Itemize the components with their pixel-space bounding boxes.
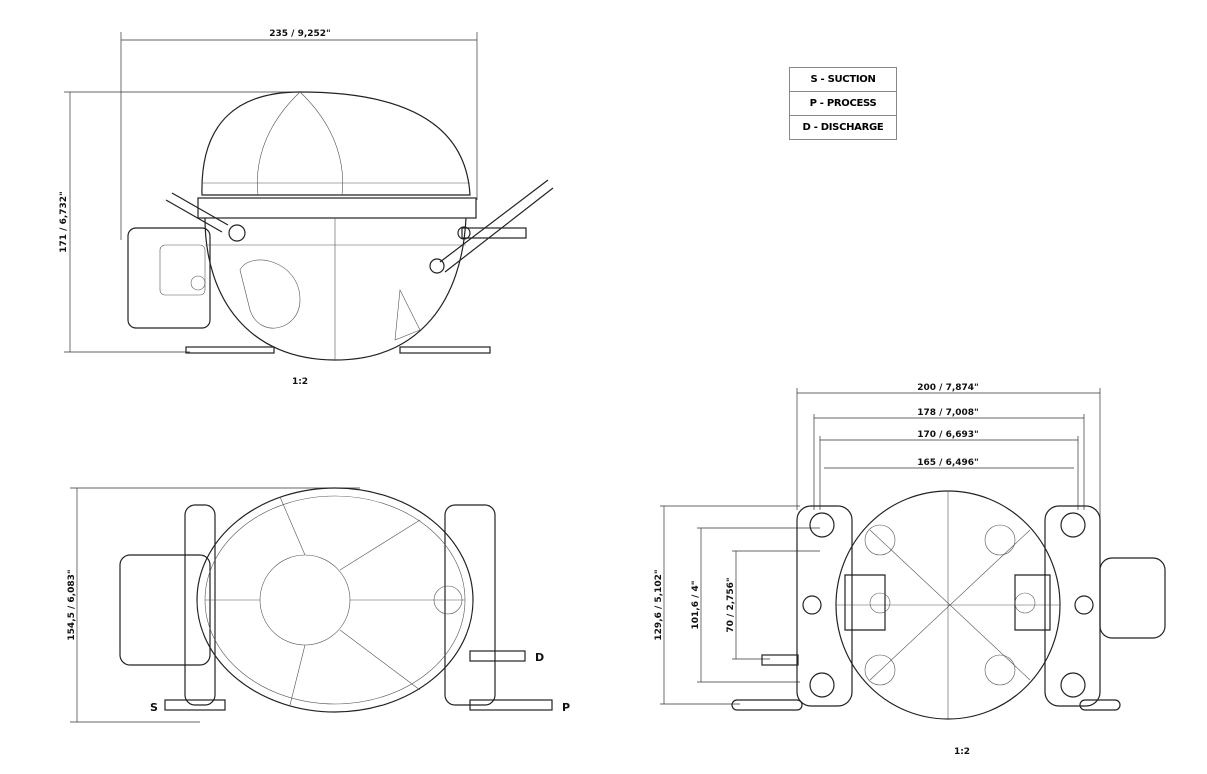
- dim-h-3: 165 / 6,496": [917, 458, 979, 468]
- side-view: 235 / 9,252" 171 / 6,732" 1:2: [59, 29, 554, 387]
- dim-v-0: 129,6 / 5,102": [654, 569, 664, 640]
- port-legend: S - SUCTION P - PROCESS D - DISCHARGE: [789, 67, 897, 140]
- bottom-view: 200 / 7,874" 178 / 7,008" 170 / 6,693" 1…: [654, 383, 1166, 757]
- port-p-label: P: [562, 701, 570, 714]
- dim-h-1: 178 / 7,008": [917, 408, 979, 418]
- side-scale: 1:2: [292, 377, 308, 387]
- dim-v-2: 70 / 2,756": [726, 577, 736, 632]
- bottom-scale: 1:2: [954, 747, 970, 757]
- legend-suction: S - SUCTION: [790, 68, 896, 92]
- side-height-dimension: 171 / 6,732": [59, 191, 69, 253]
- legend-process: P - PROCESS: [790, 92, 896, 116]
- dim-v-1: 101,6 / 4": [691, 581, 701, 630]
- side-width-dimension: 235 / 9,252": [269, 29, 331, 39]
- top-depth-dimension: 154,5 / 6,083": [67, 569, 77, 640]
- dim-h-2: 170 / 6,693": [917, 430, 979, 440]
- legend-discharge: D - DISCHARGE: [802, 122, 884, 133]
- dim-h-0: 200 / 7,874": [917, 383, 979, 393]
- port-d-label: D: [535, 651, 544, 664]
- port-s-label: S: [150, 701, 158, 714]
- top-view: 154,5 / 6,083" D S P: [67, 487, 570, 723]
